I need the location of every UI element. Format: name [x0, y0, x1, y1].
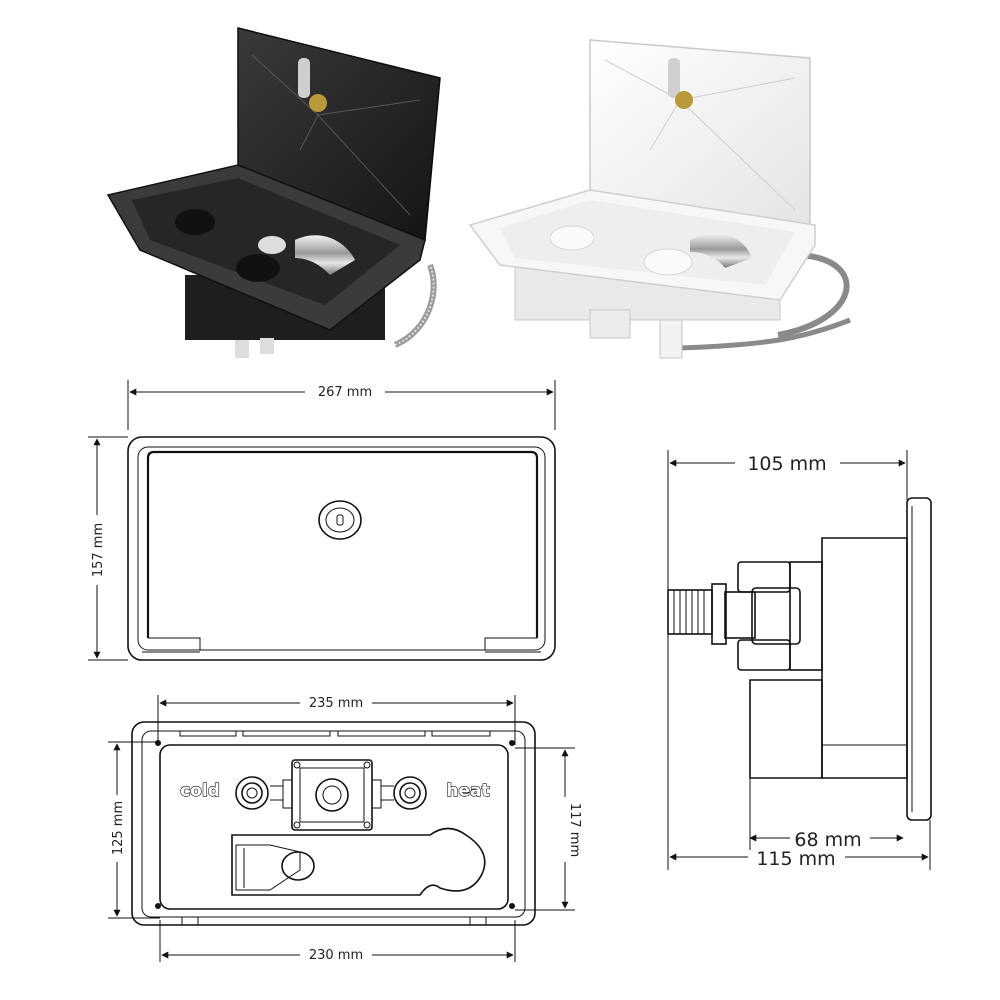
side-total-depth-label: 115 mm	[756, 848, 835, 870]
cold-label: cold	[180, 781, 220, 801]
white-unit-cold-knob	[549, 225, 595, 251]
white-unit-hose	[777, 252, 850, 338]
back-view-drawing: 235 mm 230 mm 125 mm 117 mm	[108, 695, 582, 963]
black-unit-photo	[106, 27, 441, 358]
front-view-drawing: 267 mm 157 mm	[88, 380, 556, 661]
back-basin-outline	[159, 744, 509, 910]
shower-head-outline	[281, 851, 315, 881]
cold-port-icon	[235, 776, 269, 810]
back-right-height-label: 117 mm	[567, 803, 582, 857]
back-left-height-label: 125 mm	[111, 801, 126, 855]
black-unit-fitting	[235, 340, 249, 358]
side-thread-connector	[667, 589, 713, 635]
mixer-valve-block	[270, 759, 394, 831]
front-lock-icon	[318, 500, 362, 540]
front-height-label: 157 mm	[91, 523, 106, 577]
back-mount-hole	[155, 740, 161, 746]
shower-pocket-outline	[231, 827, 486, 896]
black-unit-lock	[298, 58, 310, 98]
white-unit-heat-knob	[643, 248, 693, 276]
side-view-drawing: 105 mm 68 mm 115 mm	[667, 450, 932, 870]
side-valve-assembly	[667, 561, 823, 671]
side-body-depth-label: 68 mm	[794, 829, 861, 851]
black-unit-shower-head	[295, 235, 355, 275]
black-unit-heat-knob	[236, 254, 280, 282]
heat-port-icon	[393, 776, 427, 810]
side-body-upper	[821, 537, 908, 779]
side-body-lower	[749, 679, 823, 779]
front-width-label: 267 mm	[318, 385, 372, 400]
side-depth-label: 105 mm	[747, 453, 826, 475]
white-unit-shower-head	[690, 233, 752, 268]
black-unit-cold-knob	[175, 209, 215, 235]
back-outer-width-label: 230 mm	[309, 948, 363, 963]
black-unit-hose	[393, 263, 437, 348]
white-unit-photo	[468, 39, 851, 359]
back-inner-width-label: 235 mm	[309, 696, 363, 711]
side-flange-plate	[906, 497, 932, 821]
heat-label: heat	[446, 781, 489, 801]
front-lid-outline	[146, 450, 539, 638]
white-unit-lock	[668, 58, 680, 98]
back-frame-outer	[131, 721, 536, 926]
front-frame-outer	[127, 436, 556, 661]
